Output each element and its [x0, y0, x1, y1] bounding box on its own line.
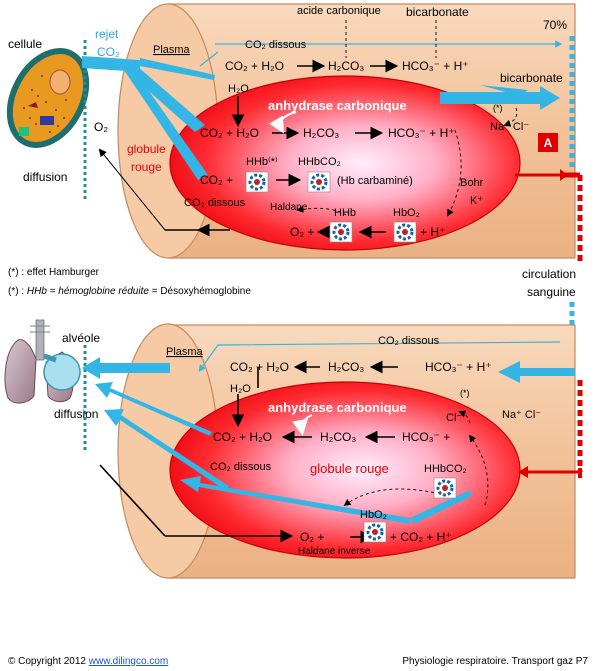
top-panel: A [6, 3, 583, 262]
eq-rbc-bot-h2co3: H₂CO₃ [320, 430, 356, 444]
eq-plasma-bot-h2co3: H₂CO₃ [328, 360, 364, 374]
label-hhb: HHb [334, 207, 356, 219]
label-plasma-top: Plasma [153, 44, 191, 56]
label-circulation: circulation [522, 267, 576, 281]
oxyhemoglobin-icon-bottom [363, 521, 387, 543]
label-co2-dissous-cell-bottom: CO₂ dissous [210, 461, 272, 473]
cellule [6, 48, 90, 148]
oxyhemoglobin-icon [393, 221, 417, 243]
label-bicarbonate-side: bicarbonate [500, 71, 563, 85]
label-h2o-bottom: H₂O [230, 383, 251, 395]
label-plasma-bottom: Plasma [166, 346, 204, 358]
label-diffusion-top: diffusion [23, 170, 67, 184]
label-bicarbonate-top: bicarbonate [406, 5, 469, 19]
hemoglobin-co2-icon [307, 171, 331, 193]
eq-rbc-top-co2: CO₂ + H₂O [200, 126, 259, 140]
eq-rbc-top-hplus: + H⁺ [420, 225, 445, 239]
label-hb-carbamine: (Hb carbaminé) [337, 175, 413, 187]
lungs-icon [4, 319, 81, 404]
label-acide-carbonique: acide carbonique [297, 5, 381, 17]
label-haldane-inverse: Haldane inverse [298, 546, 371, 557]
red-blood-cell-top [169, 75, 521, 251]
label-rejet: rejet [95, 27, 119, 41]
eq-plasma-bot-hco3: HCO₃⁻ + H⁺ [425, 360, 492, 374]
label-star-top: (*) [493, 103, 503, 113]
label-globule-rouge-bottom: globule rouge [310, 461, 389, 476]
note-hhb: (*) : HHb = hémoglobine réduite = Désoxy… [8, 286, 251, 297]
bottom-panel: alvéole diffusion Plasma CO₂ dissous CO₂… [4, 302, 583, 579]
eq-plasma-top-co2: CO₂ + H₂O [225, 59, 284, 73]
label-anhydrase-top: anhydrase carbonique [268, 98, 407, 113]
label-globule-top-1: globule [127, 142, 166, 156]
eq-rbc-top-o2: O₂ + [290, 225, 314, 239]
label-na-cl-bottom: Na⁺ Cl⁻ [502, 409, 541, 421]
label-rejet-co2: CO₂ [97, 45, 120, 59]
label-hhb-star: HHb⁽*⁾ [246, 156, 278, 168]
label-o2-top: O₂ [94, 120, 108, 134]
label-globule-top-2: rouge [131, 160, 162, 174]
label-na-cl-top: Na⁺ Cl⁻ [490, 121, 529, 133]
label-k-plus: K⁺ [470, 195, 483, 207]
label-diffusion-bottom: diffusion [54, 407, 98, 421]
hemoglobin-reduced-icon [329, 221, 353, 243]
label-haldane: Haldane [270, 202, 308, 213]
footer-link[interactable]: www.dilingco.com [88, 656, 168, 667]
label-h2o-top: H₂O [228, 83, 249, 95]
footer-title: Physiologie respiratoire. Transport gaz … [402, 656, 588, 667]
eq-rbc-bot-co2: CO₂ + H₂O [213, 430, 272, 444]
eq-rbc-top-h2co3: H₂CO₃ [303, 126, 339, 140]
co2-dissous-arrows-top [199, 40, 563, 67]
label-hhbco2-top: HHbCO₂ [298, 156, 341, 168]
hemoglobin-icon [245, 171, 269, 193]
badge-a: A [538, 133, 558, 152]
eq-plasma-bot-co2: CO₂ + H₂O [230, 360, 289, 374]
eq-rbc-bot-co2h: + CO₂ + H⁺ [390, 530, 452, 544]
eq-plasma-top-hco3: HCO₃⁻ + H⁺ [402, 59, 469, 73]
badge-a-label: A [544, 136, 553, 150]
label-co2-dissous-plasma-bottom: CO₂ dissous [378, 335, 440, 347]
label-70pct: 70% [543, 18, 567, 32]
eq-rbc-bot-o2: O₂ + [300, 530, 324, 544]
label-co2-dissous-plasma-top: CO₂ dissous [245, 39, 307, 51]
label-sanguine: sanguine [527, 285, 576, 299]
label-bohr: Bohr [460, 177, 484, 189]
label-hbo2-bottom: HbO₂ [360, 509, 387, 521]
label-alveole: alvéole [62, 331, 100, 345]
eq-rbc-top-hco3: HCO₃⁻ + H⁺ [388, 126, 455, 140]
label-cellule: cellule [8, 37, 42, 51]
hemoglobin-co2-icon-bottom [433, 477, 457, 499]
label-hhbco2-bottom: HHbCO₂ [424, 463, 467, 475]
co2-exhale-arrows [82, 357, 575, 524]
label-star-bottom: (*) [460, 388, 470, 398]
co2-flow-arrows-top [82, 56, 560, 180]
eq-rbc-bot-hco3: HCO₃⁻ + [402, 430, 450, 444]
label-co2-dissous-cell-top: CO₂ dissous [184, 197, 246, 209]
label-hbo2-top: HbO₂ [393, 207, 420, 219]
label-anhydrase-bottom: anhydrase carbonique [268, 400, 407, 415]
note-hamburger: (*) : effet Hamburger [8, 267, 100, 278]
red-arrow-bottom [518, 466, 582, 478]
eq-plasma-top-h2co3: H₂CO₃ [328, 59, 364, 73]
eq-rbc-top-co2plus: CO₂ + [200, 173, 233, 187]
footer-copyright: © Copyright 2012 www.dilingco.com [8, 656, 168, 667]
label-cl-bottom: Cl⁻ [446, 412, 462, 424]
